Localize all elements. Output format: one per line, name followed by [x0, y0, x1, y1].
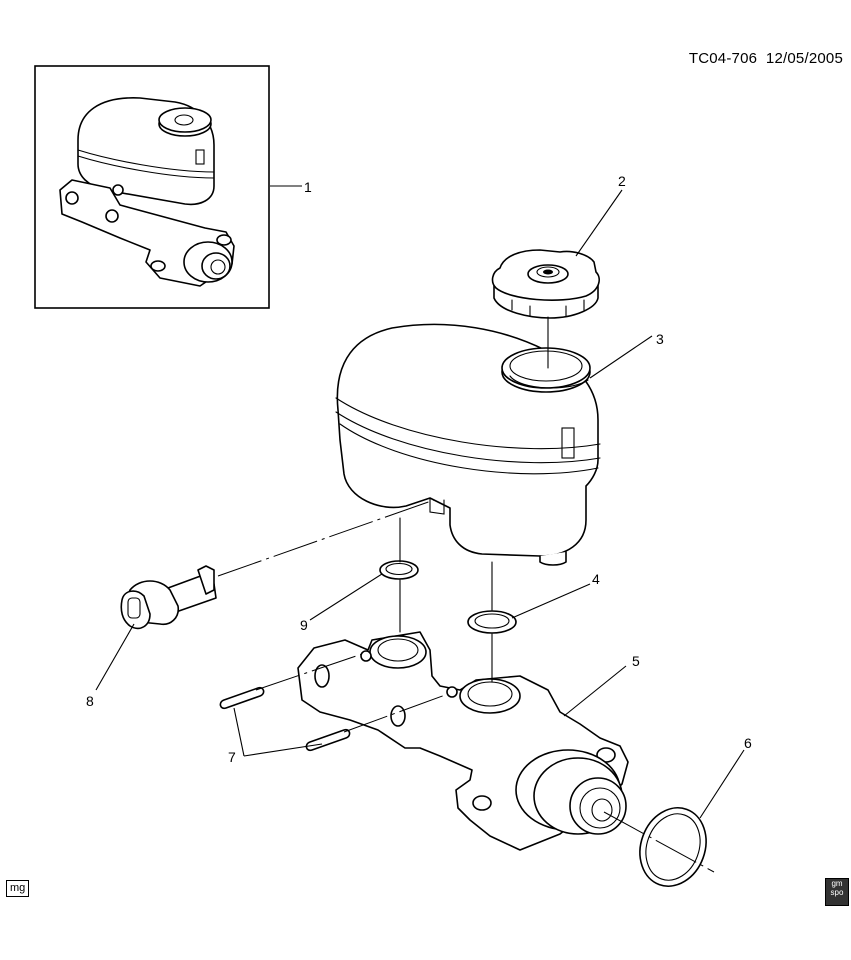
callout-4: 4 — [592, 571, 600, 587]
callout-leaders — [95, 185, 745, 819]
callout-1: 1 — [304, 179, 312, 195]
reservoir-grommet-rear — [379, 560, 419, 580]
callout-6: 6 — [744, 735, 752, 751]
fluid-reservoir — [335, 323, 601, 566]
callout-5: 5 — [632, 653, 640, 669]
gm-spo-logo: gm spo — [825, 878, 849, 906]
reservoir-cap — [491, 249, 600, 319]
reservoir-retaining-pin-lower — [305, 728, 351, 752]
callout-8: 8 — [86, 693, 94, 709]
illustrator-tag: mg — [6, 880, 30, 897]
assembly-center-lines — [217, 316, 715, 873]
diagram-date: 12/05/2005 — [765, 50, 843, 67]
flange-o-ring — [639, 807, 707, 887]
reservoir-retaining-pin-upper — [219, 686, 265, 710]
diagram-code: TC04-706 — [688, 50, 758, 67]
spo-logo-text: spo — [830, 888, 844, 897]
master-cylinder-body — [297, 631, 629, 851]
gm-logo-text: gm — [831, 879, 843, 888]
diagram-reference: TC04-706 12/05/2005 — [689, 50, 843, 67]
assembled-master-cylinder — [59, 97, 235, 287]
callout-3: 3 — [656, 331, 664, 347]
callout-2: 2 — [618, 173, 626, 189]
reservoir-grommet-front — [467, 610, 517, 634]
fluid-level-sensor — [120, 565, 217, 630]
callout-9: 9 — [300, 617, 308, 633]
callout-7: 7 — [228, 749, 236, 765]
